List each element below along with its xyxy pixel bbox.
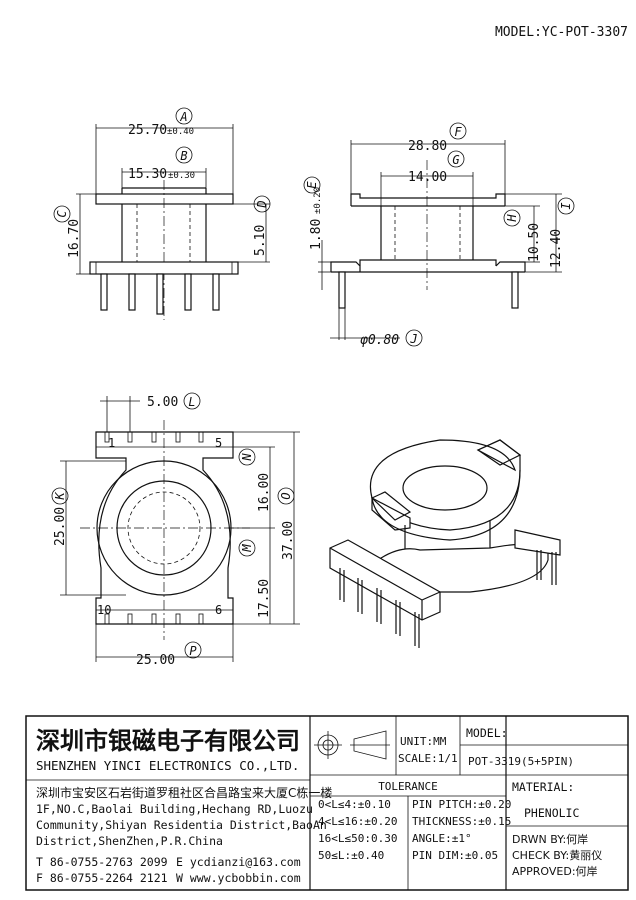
pin-1-label: 1 (108, 436, 115, 450)
drawn-by: DRWN BY:何岸 (512, 833, 588, 846)
side-view: 28.80 F 14.00 G 1.80 ±0.20 E 10.50 H 12.… (303, 122, 575, 348)
dim-o-label: O (279, 492, 293, 499)
dim-e-value: 1.80 (309, 219, 324, 250)
telephone: T 86-0755-2763 2099 (36, 855, 168, 869)
address-cn: 深圳市宝安区石岩街道罗租社区合昌路宝来大厦C栋一楼 (36, 785, 332, 800)
isometric-view (329, 439, 561, 648)
dim-f-value: 28.80 (408, 139, 447, 154)
fax: F 86-0755-2264 2121 (36, 871, 168, 885)
dim-p-label: P (189, 644, 197, 658)
company-name-cn: 深圳市银磁电子有限公司 (36, 727, 300, 755)
title-block: 深圳市银磁电子有限公司 SHENZHEN YINCI ELECTRONICS C… (25, 715, 629, 891)
top-view: 1 5 10 6 5.00 L 25.00 K 16.00 N 17.50 M … (51, 392, 300, 668)
company-name-en: SHENZHEN YINCI ELECTRONICS CO.,LTD. (36, 758, 299, 773)
dim-o-value: 37.00 (281, 521, 296, 560)
dim-g-value: 14.00 (408, 170, 447, 185)
dim-a-value: 25.70 (128, 123, 167, 138)
material-value: PHENOLIC (524, 806, 579, 820)
tolerance-row-3: 16<L≤50:0.30 (318, 832, 397, 845)
pin-5-label: 5 (215, 436, 222, 450)
material-label: MATERIAL: (512, 780, 574, 794)
address-en-3: District,ShenZhen,P.R.China (36, 834, 223, 848)
model-header: MODEL:YC-POT-3307 (495, 25, 628, 40)
pin-pitch-tol: PIN PITCH:±0.20 (412, 798, 511, 811)
pin-6-label: 6 (215, 603, 222, 617)
dim-n-label: N (240, 453, 254, 462)
model-label: MODEL: (466, 726, 508, 740)
angle-tol: ANGLE:±1° (412, 832, 472, 845)
dim-h-label: H (505, 214, 519, 223)
website: W www.ycbobbin.com (176, 871, 301, 885)
email: E ycdianzi@163.com (176, 855, 301, 869)
dim-c-label: C (55, 210, 69, 218)
pin-10-label: 10 (97, 603, 111, 617)
tolerance-row-4: 50≤L:±0.40 (318, 849, 384, 862)
dim-a-tol: ±0.40 (167, 127, 194, 137)
unit: UNIT:MM (400, 735, 447, 748)
approved-by: APPROVED:何岸 (512, 865, 598, 878)
dim-n-value: 16.00 (257, 473, 272, 512)
dim-g-label: G (452, 153, 459, 167)
dim-j-label: J (409, 332, 417, 346)
pin-dim-tol: PIN DIM:±0.05 (412, 849, 498, 862)
dim-b-label: B (180, 149, 187, 163)
tolerance-row-1: 0<L≤4:±0.10 (318, 798, 391, 811)
dim-m-label: M (240, 544, 254, 553)
dim-m-value: 17.50 (257, 579, 272, 618)
dim-l-value: 5.00 (147, 395, 178, 410)
dim-c-value: 16.70 (67, 219, 82, 258)
scale: SCALE:1/1 (398, 752, 458, 765)
thickness-tol: THICKNESS:±0.15 (412, 815, 511, 828)
dim-b-value: 15.30 (128, 167, 167, 182)
dim-f-label: F (454, 125, 462, 139)
checked-by: CHECK BY:黄丽仪 (512, 848, 602, 862)
dim-k-value: 25.00 (53, 507, 68, 546)
dim-d-value: 5.10 (253, 225, 268, 256)
dim-b-tol: ±0.30 (168, 171, 195, 181)
dim-i-value: 12.40 (549, 229, 564, 268)
tolerance-title: TOLERANCE (378, 780, 438, 793)
dim-p-value: 25.00 (136, 653, 175, 668)
projection-symbol-icon (314, 730, 390, 760)
dim-k-label: K (53, 492, 67, 501)
dim-e-label: E (305, 181, 319, 189)
dim-a-label: A (179, 110, 187, 124)
dim-i-label: I (559, 202, 573, 209)
address-en-1: 1F,NO.C,Baolai Building,Hechang RD,Luozu (36, 802, 313, 816)
tolerance-row-2: 4<L≤16:±0.20 (318, 815, 397, 828)
address-en-2: Community,Shiyan Residentia District,Bao… (36, 818, 327, 832)
dim-j-value: φ0.80 (360, 333, 399, 348)
dim-l-label: L (188, 395, 195, 409)
dim-h-value: 10.50 (527, 223, 542, 262)
dim-d-label: D (255, 200, 269, 208)
front-view: 25.70 ±0.40 A 15.30 ±0.30 B 16.70 C 5.10… (53, 107, 271, 320)
model-value: POT-3319(5+5PIN) (468, 755, 574, 768)
dim-e-tol: ±0.20 (313, 187, 323, 214)
